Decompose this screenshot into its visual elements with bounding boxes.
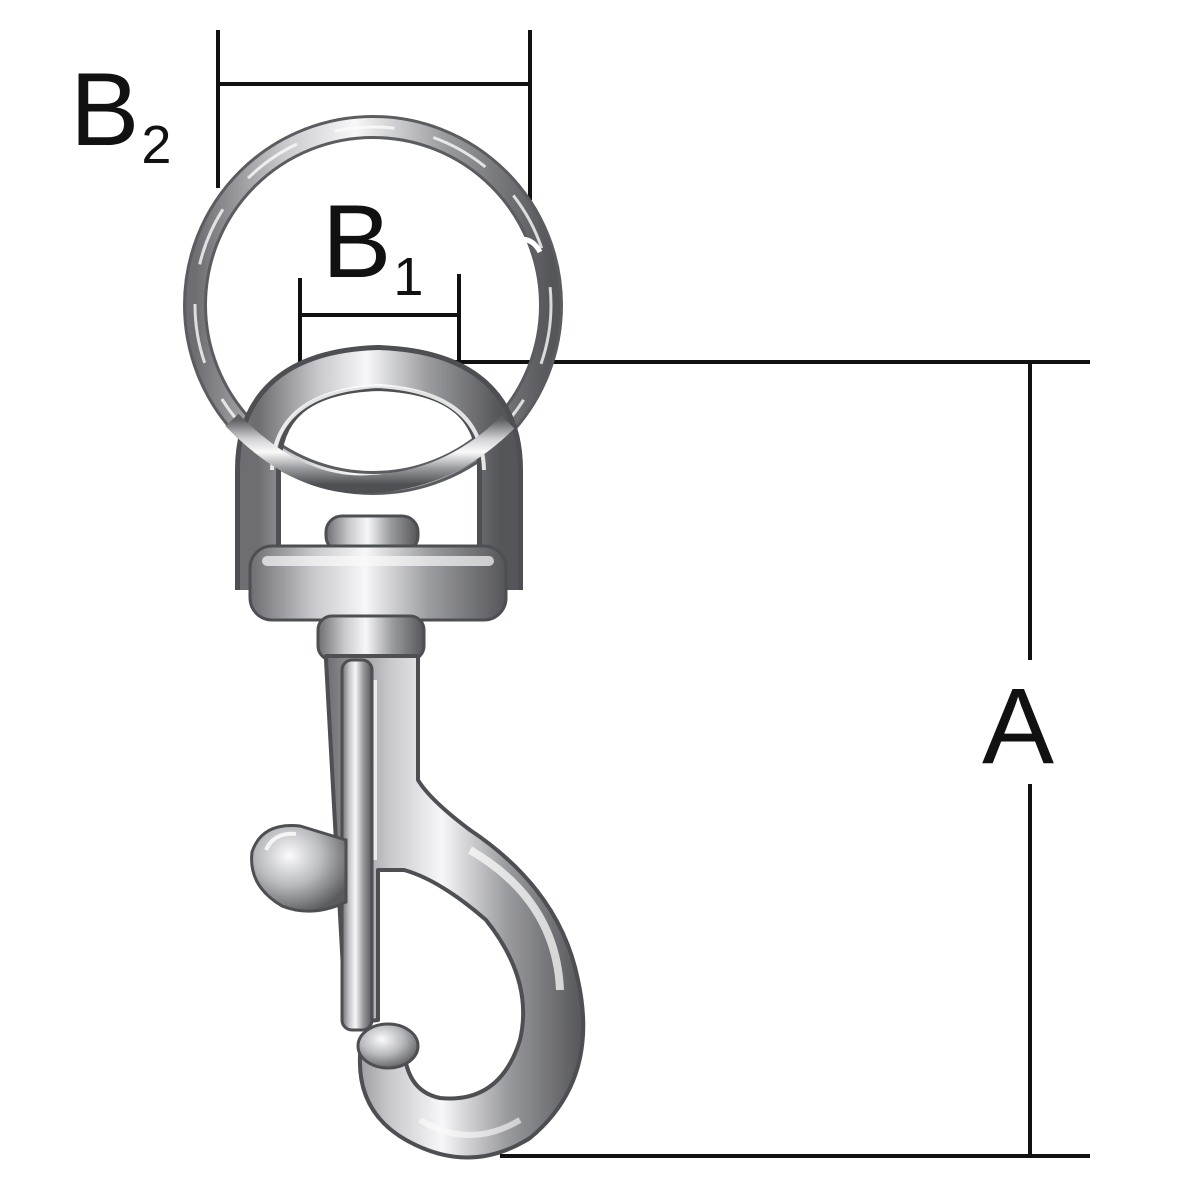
split-ring-front-arc — [225, 413, 515, 494]
split-ring-gap — [514, 236, 543, 254]
hook-shank-and-curve — [324, 654, 586, 1160]
dimension-b2 — [216, 30, 532, 200]
dimension-label-b1: B1 — [322, 190, 423, 304]
label-b2-subscript: 2 — [141, 115, 172, 175]
split-ring-highlight — [193, 125, 553, 485]
swivel-neck — [316, 614, 426, 662]
label-b1-letter: B — [322, 184, 392, 300]
label-b1-subscript: 1 — [393, 247, 424, 307]
swivel-block — [248, 514, 508, 662]
thumb-latch — [250, 824, 348, 913]
dimension-label-a: A — [982, 672, 1054, 780]
label-a-letter: A — [982, 665, 1055, 786]
spring-gate — [250, 658, 374, 1032]
swivel-eye — [235, 345, 523, 590]
label-b2-letter: B — [70, 52, 140, 168]
dimension-label-b2: B2 — [70, 58, 171, 172]
hook-tip — [356, 1022, 420, 1070]
